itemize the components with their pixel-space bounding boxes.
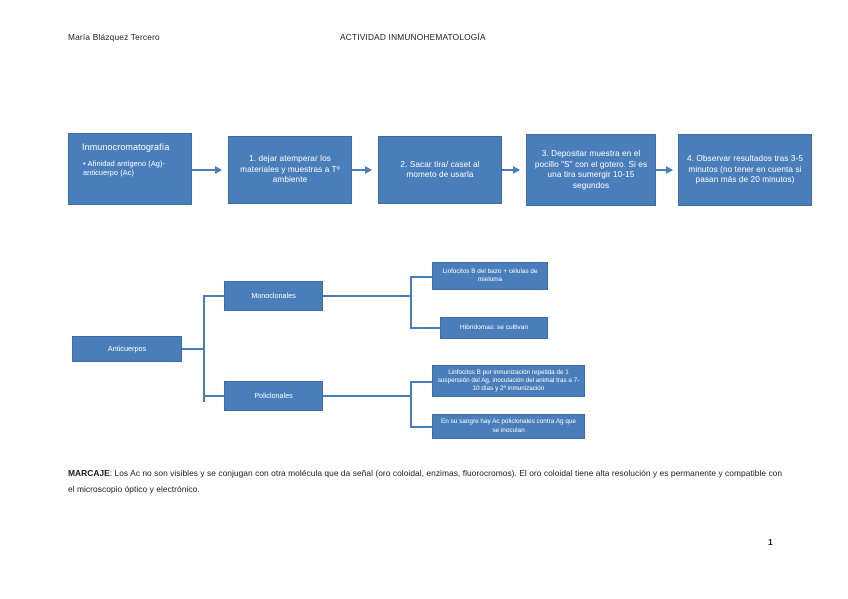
tree-connector-monoclonales-to-leaf-2: [410, 327, 440, 329]
tree-leaf-inmunizacion-repetida-label: Linfocitos B por inmunización repetida d…: [437, 368, 580, 393]
header-author: María Blázquez Tercero: [68, 32, 160, 42]
tree-connector-root-to-monoclonales: [203, 295, 225, 297]
tree-node-anticuerpos: Anticuerpos: [72, 336, 182, 362]
flow-box-step-1: 1. dejar atemperar los materiales y mues…: [228, 136, 352, 204]
tree-connector-policlonales-to-leaf-1: [410, 381, 433, 383]
tree-connector-root-to-policlonales: [203, 395, 225, 397]
tree-connector-root-spine: [203, 295, 205, 402]
tree-connector-monoclonales-spine: [410, 276, 412, 328]
flow-box-step-4-label: 4. Observar resultados tras 3-5 minutos …: [687, 154, 803, 185]
flow-arrow-1-icon: [192, 165, 222, 174]
tree-leaf-sangre-ac-policlonales-label: En su sangre hay Ac policlonales contra …: [440, 418, 576, 434]
tree-leaf-sangre-ac-policlonales: En su sangre hay Ac policlonales contra …: [432, 414, 585, 439]
tree-leaf-hibridomas-label: Hibridomas: se cultivan: [459, 323, 529, 331]
flow-box-bullet: Afinidad antígeno (Ag)-anticuerpo (Ac): [75, 159, 185, 178]
tree-leaf-linfocitos-bazo-mieloma-label: Linfocitos B del bazo + células de mielo…: [442, 267, 538, 283]
flow-box-step-1-label: 1. dejar atemperar los materiales y mues…: [240, 154, 340, 185]
body-paragraph-text: : Los Ac no son visibles y se conjugan c…: [68, 468, 783, 494]
tree-connector-policlonales-stem: [323, 395, 412, 397]
flow-box-step-2: 2. Sacar tira/ caset al mometo de usarla: [378, 136, 502, 204]
tree-connector-root-stem: [182, 348, 204, 350]
tree-connector-monoclonales-to-leaf-1: [410, 276, 433, 278]
header-title: ACTIVIDAD INMUNOHEMATOLOGÍA: [340, 32, 486, 42]
flow-box-step-3-label: 3. Depositar muestra en el pocillo "S" c…: [534, 149, 648, 190]
tree-connector-policlonales-spine: [410, 381, 412, 428]
document-header: María Blázquez Tercero ACTIVIDAD INMUNOH…: [68, 32, 780, 48]
tree-node-anticuerpos-label: Anticuerpos: [107, 344, 147, 354]
tree-connector-policlonales-to-leaf-2: [410, 426, 433, 428]
flow-box-inmunocromatografia: Inmunocromatografía Afinidad antígeno (A…: [68, 133, 192, 205]
flow-box-step-3: 3. Depositar muestra en el pocillo "S" c…: [526, 134, 656, 206]
tree-leaf-hibridomas: Hibridomas: se cultivan: [440, 317, 548, 339]
tree-node-monoclonales: Monoclonales: [224, 281, 323, 311]
flow-arrow-3-icon: [502, 165, 520, 174]
flow-box-step-2-label: 2. Sacar tira/ caset al mometo de usarla: [400, 159, 480, 180]
tree-node-monoclonales-label: Monoclonales: [251, 291, 296, 301]
body-paragraph-lead: MARCAJE: [68, 468, 110, 479]
tree-node-policlonales-label: Policlonales: [254, 391, 293, 401]
flow-arrow-4-icon: [656, 165, 673, 174]
flow-box-content: Inmunocromatografía Afinidad antígeno (A…: [69, 134, 191, 178]
body-paragraph: MARCAJE: Los Ac no son visibles y se con…: [68, 466, 784, 497]
tree-node-policlonales: Policlonales: [224, 381, 323, 411]
flow-arrow-2-icon: [352, 165, 372, 174]
page-number: 1: [768, 537, 773, 547]
tree-connector-monoclonales-stem: [323, 295, 412, 297]
flow-box-step-4: 4. Observar resultados tras 3-5 minutos …: [678, 134, 812, 206]
tree-leaf-inmunizacion-repetida: Linfocitos B por inmunización repetida d…: [432, 365, 585, 397]
tree-leaf-linfocitos-bazo-mieloma: Linfocitos B del bazo + células de mielo…: [432, 262, 548, 290]
flow-box-heading: Inmunocromatografía: [82, 142, 170, 152]
